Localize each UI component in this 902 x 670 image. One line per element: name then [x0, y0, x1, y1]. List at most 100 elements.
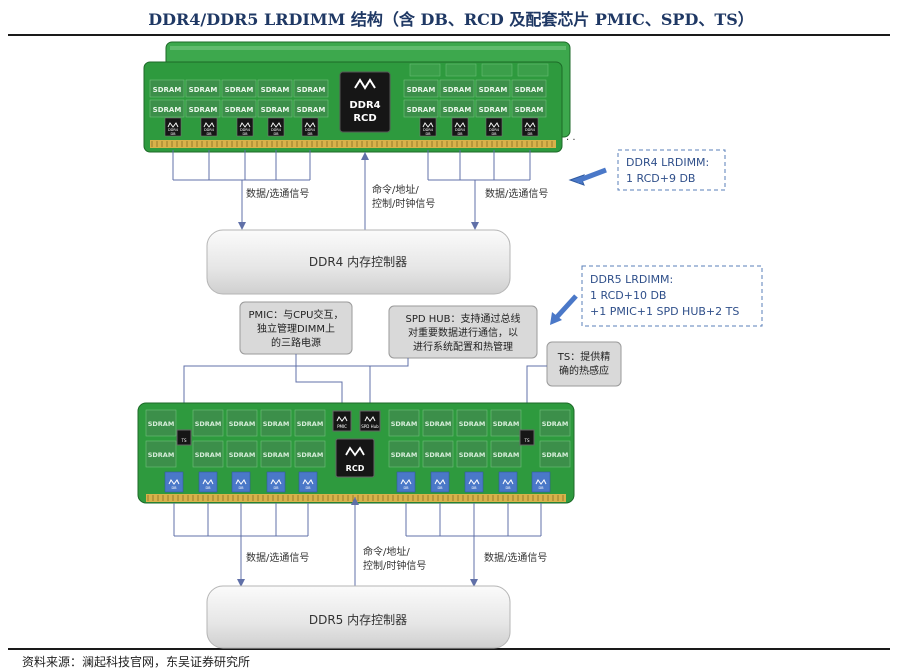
- ddr5-signal-left-label: 数据/选通信号: [246, 551, 309, 564]
- ddr4-callout-line-2: 1 RCD+9 DB: [626, 172, 695, 185]
- ddr4-sdram-chip: [185, 79, 221, 98]
- ddr5-ts-chip-right: [519, 429, 535, 446]
- ddr4-signal-left-label: 数据/选通信号: [246, 187, 309, 200]
- ddr4-sdram-chip: [221, 99, 257, 118]
- ddr5-sdram-label: SDRAM: [297, 451, 324, 459]
- ddr5-sdram-chip: [388, 409, 420, 437]
- ddr5-sdram-label: SDRAM: [195, 451, 222, 459]
- ddr4-sdram-label: SDRAM: [153, 86, 182, 94]
- ddr5-db-label: DB: [437, 486, 443, 490]
- ddr5-db-label: DB: [273, 486, 279, 490]
- ddr5-ts-chip-left: [176, 429, 192, 446]
- ddr4-module: SDRAM SDRAM SDRAM SDRAM SDRAM SDRAM SDRAM SDRAM…: [143, 41, 576, 153]
- ddr5-sdram-label: SDRAM: [391, 451, 418, 459]
- ddr5-module: SDRAM SDRAM SDRAM SDRAM SDRAM SDRAM SDRAM SDRAM…: [137, 402, 575, 504]
- ddr4-db-label-2: DB: [527, 132, 533, 136]
- ddr4-sdram-label: SDRAM: [407, 106, 436, 114]
- ddr4-sdram-label: SDRAM: [225, 86, 254, 94]
- ddr4-db-label-1: DDR4: [168, 128, 179, 132]
- spd-hub-info-line-2: 对重要数据进行通信，以: [408, 326, 518, 339]
- db-logo-icon: [167, 122, 179, 128]
- ddr5-db-label: DB: [538, 486, 544, 490]
- ddr4-sdram-chip: [221, 79, 257, 98]
- ddr4-db-label-1: DDR4: [204, 128, 215, 132]
- ddr5-db-label: DB: [238, 486, 244, 490]
- ddr5-sdram-label: SDRAM: [425, 420, 452, 428]
- db-logo-icon: [203, 122, 215, 128]
- ddr5-sdram-chip: [145, 409, 177, 437]
- ddr5-callout: [581, 265, 763, 327]
- ddr5-sdram-label: SDRAM: [542, 451, 569, 459]
- ddr4-sdram-chip: [475, 79, 511, 98]
- ddr5-sdram-chip: [422, 440, 454, 468]
- ddr4-sdram-chip: [511, 79, 547, 98]
- ddr5-sdram-label: SDRAM: [148, 420, 175, 428]
- ddr5-callout-line-1: DDR5 LRDIMM:: [590, 273, 673, 286]
- ddr4-sdram-chip: [439, 79, 475, 98]
- ddr5-controller-label: DDR5 内存控制器: [309, 613, 407, 627]
- ddr4-sdram-label: SDRAM: [189, 106, 218, 114]
- ddr5-sdram-chip: [226, 409, 258, 437]
- ddr4-sdram-chip: [293, 99, 329, 118]
- ddr5-controller: [206, 585, 511, 649]
- ddr4-db-label-1: DDR4: [240, 128, 251, 132]
- ddr4-sdram-chip: [149, 99, 185, 118]
- ddr5-sdram-chip: [192, 409, 224, 437]
- ddr5-sdram-label: SDRAM: [263, 420, 290, 428]
- ddr4-db-label-2: DB: [170, 132, 176, 136]
- ddr5-sdram-chip: [539, 440, 571, 468]
- ddr4-sdram-chip: [149, 79, 185, 98]
- ddr4-sdram-label: SDRAM: [261, 86, 290, 94]
- ddr4-db-label-1: DDR4: [525, 128, 536, 132]
- ddr4-db-label-1: DDR4: [423, 128, 434, 132]
- pmic-info-line-1: PMIC：与CPU交互，: [249, 308, 344, 321]
- ddr5-db-chip: [266, 471, 286, 493]
- ddr4-sdram-label: SDRAM: [189, 86, 218, 94]
- ddr4-db-label-1: DDR4: [271, 128, 282, 132]
- ddr5-callout-line-3: +1 PMIC+1 SPD HUB+2 TS: [590, 305, 739, 318]
- ddr5-db-chip: [164, 471, 184, 493]
- top-rule: [8, 34, 890, 36]
- ddr4-callout-line-1: DDR4 LRDIMM:: [626, 156, 709, 169]
- ddr4-callout: [617, 149, 726, 191]
- ddr4-sdram-chip: [257, 79, 293, 98]
- bottom-rule: [8, 648, 890, 650]
- ddr5-sdram-label: SDRAM: [459, 420, 486, 428]
- ddr4-rcd-label-2: RCD: [353, 113, 376, 124]
- db-logo-icon: [422, 122, 434, 128]
- db-logo-icon: [502, 479, 514, 485]
- ddr4-sdram-chip: [403, 79, 439, 98]
- ddr4-gold-fingers: [150, 140, 556, 148]
- ts-info-line-2: 确的热感应: [559, 364, 609, 377]
- ddr5-sdram-chip: [490, 440, 522, 468]
- ddr5-signal-right-label: 数据/选通信号: [484, 551, 547, 564]
- ddr5-ts-label-right: TS: [524, 438, 530, 443]
- db-logo-icon: [304, 122, 316, 128]
- ddr5-db-label: DB: [505, 486, 511, 490]
- ddr4-sdram-label: SDRAM: [153, 106, 182, 114]
- ddr5-rcd-chip: [335, 438, 375, 478]
- ddr5-ts-label-left: TS: [181, 438, 187, 443]
- ddr4-sdram-label: SDRAM: [225, 106, 254, 114]
- ddr5-sdram-label: SDRAM: [297, 420, 324, 428]
- ddr4-sdram-label: SDRAM: [297, 106, 326, 114]
- ddr4-cmd-label-2: 控制/时钟信号: [372, 197, 435, 210]
- ddr5-db-label: DB: [403, 486, 409, 490]
- ddr5-sdram-chip: [226, 440, 258, 468]
- ddr5-pmic-label: PMIC: [337, 424, 347, 429]
- db-logo-icon: [239, 122, 251, 128]
- ddr5-sdram-label: SDRAM: [263, 451, 290, 459]
- figure-title: DDR4/DDR5 LRDIMM 结构（含 DB、RCD 及配套芯片 PMIC、…: [148, 10, 754, 29]
- ddr5-signal-lines: [173, 497, 542, 587]
- ddr5-sdram-label: SDRAM: [542, 420, 569, 428]
- ddr4-db-label-1: DDR4: [455, 128, 466, 132]
- ddr5-cmd-arrow-icon: [351, 497, 359, 505]
- ddr5-sdram-label: SDRAM: [229, 451, 256, 459]
- db-logo-icon: [454, 122, 466, 128]
- ddr5-cmd-label-2: 控制/时钟信号: [363, 559, 426, 572]
- ddr4-cmd-arrow-icon: [361, 152, 369, 160]
- ddr4-db-label-2: DB: [457, 132, 463, 136]
- ddr5-db-chip: [298, 471, 318, 493]
- ddr5-sdram-chip: [456, 440, 488, 468]
- ddr4-db-label-2: DB: [273, 132, 279, 136]
